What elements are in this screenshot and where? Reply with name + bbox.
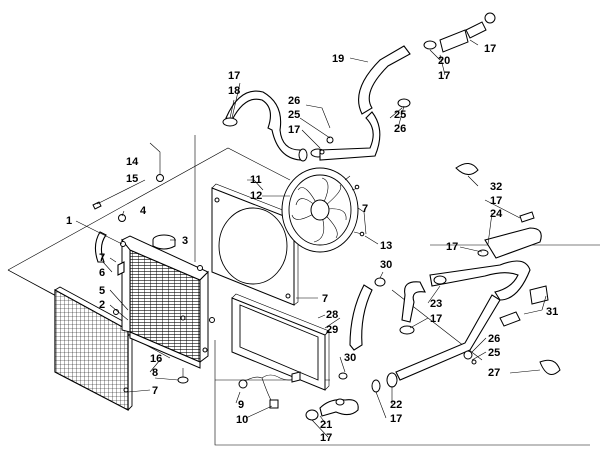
callout-7-left: 7 (99, 252, 105, 264)
callout-30-lower: 30 (344, 352, 356, 364)
callout-17-upper-left: 17 (228, 70, 240, 82)
clamp-32 (455, 163, 479, 175)
callout-7-fan: 7 (362, 203, 368, 215)
callout-12: 12 (250, 190, 262, 202)
upper-radiator-hose (222, 90, 381, 162)
callout-17-upper-mid: 17 (288, 124, 300, 136)
lower-hoses (371, 163, 561, 393)
callout-24: 24 (490, 208, 503, 220)
callout-13: 13 (380, 240, 392, 252)
callout-26-lower: 26 (488, 333, 500, 345)
callout-25-right: 25 (394, 109, 406, 121)
callout-6: 6 (99, 267, 105, 279)
callout-17-outlet: 17 (430, 313, 442, 325)
washer-4 (118, 214, 126, 222)
cooling-fan (281, 167, 365, 253)
callout-25-lower: 25 (488, 347, 500, 359)
drain-plug (177, 376, 189, 384)
callout-23: 23 (430, 298, 442, 310)
callout-20: 20 (438, 55, 450, 67)
middle-hoses (305, 277, 386, 421)
bolt-15 (92, 201, 102, 210)
callout-9: 9 (238, 399, 244, 411)
callout-28: 28 (326, 309, 338, 321)
callout-17-mid-right: 17 (446, 241, 458, 253)
radiator-screen (54, 286, 133, 411)
fan-wiring-harness (238, 371, 301, 409)
callout-1: 1 (66, 215, 72, 227)
callout-31: 31 (546, 306, 558, 318)
radiator-hardware (92, 174, 186, 393)
callout-10: 10 (236, 414, 248, 426)
thermostat-fitting (484, 12, 496, 24)
callout-2: 2 (99, 299, 105, 311)
callout-15: 15 (126, 173, 138, 185)
fan-shroud (211, 183, 299, 306)
callout-17-lower: 17 (390, 413, 402, 425)
callout-26-upper: 26 (288, 95, 300, 107)
callout-27: 27 (488, 367, 500, 379)
oil-cooler (231, 293, 330, 391)
callout-17-right: 17 (490, 195, 502, 207)
callout-7-bottom: 7 (152, 385, 158, 397)
callout-8: 8 (152, 367, 158, 379)
callout-14: 14 (126, 156, 139, 168)
callout-labels: 1 2 3 4 5 6 7 7 7 7 8 9 10 11 12 13 14 1… (66, 43, 558, 444)
callout-22: 22 (390, 399, 402, 411)
radiator (117, 234, 215, 384)
callout-18: 18 (228, 85, 240, 97)
callout-19: 19 (332, 53, 344, 65)
top-hose-19 (319, 12, 496, 155)
nut-14 (156, 174, 164, 182)
callout-4: 4 (140, 205, 147, 217)
callout-25-upper: 25 (288, 109, 300, 121)
callout-7-shroud: 7 (322, 293, 328, 305)
callout-5: 5 (99, 285, 105, 297)
overflow-tube (94, 231, 107, 263)
clamp-27 (539, 359, 561, 375)
callout-17-bottom: 17 (320, 432, 332, 444)
callout-11: 11 (250, 174, 262, 186)
callout-17-top-right: 17 (484, 43, 496, 55)
callout-29: 29 (326, 324, 338, 336)
callout-26-right: 26 (394, 123, 406, 135)
callout-16: 16 (150, 353, 162, 365)
callout-21: 21 (320, 419, 332, 431)
callout-32: 32 (490, 181, 502, 193)
leader-lines (75, 39, 547, 438)
callout-3: 3 (182, 235, 188, 247)
callout-17-top: 17 (438, 70, 450, 82)
callout-30-upper: 30 (380, 259, 392, 271)
